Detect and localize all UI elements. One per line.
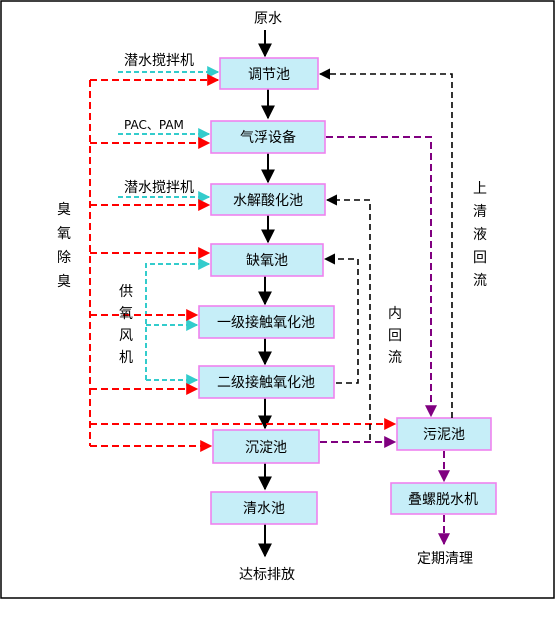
svg-text:二级接触氧化池: 二级接触氧化池 xyxy=(217,374,315,391)
svg-text:流: 流 xyxy=(473,273,487,289)
svg-text:除: 除 xyxy=(57,250,71,266)
sludge-line-flotation xyxy=(326,136,437,418)
hydrolysis-tank-box: 水解酸化池 xyxy=(210,183,326,216)
svg-text:污泥池: 污泥池 xyxy=(423,427,465,443)
svg-text:氧: 氧 xyxy=(57,226,71,242)
submersible-mixer-label-2: 潜水搅拌机 xyxy=(124,180,194,196)
svg-text:供: 供 xyxy=(119,284,133,300)
submersible-mixer-label-1: 潜水搅拌机 xyxy=(124,53,194,69)
internal-reflux-line-hydrolysis xyxy=(325,194,371,440)
anoxic-tank-box: 缺氧池 xyxy=(210,243,324,277)
svg-text:氧: 氧 xyxy=(119,306,133,322)
air-blower-label: 供 氧 风 机 xyxy=(119,284,133,366)
contact-oxidation-2-box: 二级接触氧化池 xyxy=(198,365,335,399)
svg-text:一级接触氧化池: 一级接触氧化池 xyxy=(217,314,315,331)
screw-press-box: 叠螺脱水机 xyxy=(390,482,497,515)
pac-pam-label: PAC、PAM xyxy=(124,118,184,132)
supernatant-reflux-label: 上 清 液 回 流 xyxy=(473,181,487,289)
svg-text:臭: 臭 xyxy=(57,202,71,218)
svg-text:臭: 臭 xyxy=(57,274,71,290)
internal-reflux-label: 内 回 流 xyxy=(388,306,402,366)
air-flotation-box: 气浮设备 xyxy=(210,120,326,154)
supernatant-reflux-line xyxy=(318,68,453,418)
svg-text:回: 回 xyxy=(473,250,487,266)
equalization-tank-box: 调节池 xyxy=(219,57,319,90)
svg-text:清: 清 xyxy=(473,204,487,220)
contact-oxidation-1-box: 一级接触氧化池 xyxy=(198,305,335,339)
svg-text:清水池: 清水池 xyxy=(243,501,285,517)
svg-text:沉淀池: 沉淀池 xyxy=(245,440,287,456)
sedimentation-tank-box: 沉淀池 xyxy=(212,429,320,464)
svg-text:上: 上 xyxy=(473,181,487,197)
discharge-label: 达标排放 xyxy=(239,567,295,583)
internal-reflux-line-anoxic xyxy=(323,253,359,384)
air-blower-line-anoxic xyxy=(145,258,211,380)
diagram-frame xyxy=(0,0,555,599)
svg-text:机: 机 xyxy=(119,350,133,366)
svg-text:回: 回 xyxy=(388,328,402,344)
svg-text:缺氧池: 缺氧池 xyxy=(246,253,288,269)
svg-text:流: 流 xyxy=(388,350,402,366)
svg-text:水解酸化池: 水解酸化池 xyxy=(233,193,303,209)
svg-text:叠螺脱水机: 叠螺脱水机 xyxy=(408,492,478,508)
raw-water-label: 原水 xyxy=(254,11,282,27)
clear-water-tank-box: 清水池 xyxy=(210,491,318,525)
regular-cleanup-label: 定期清理 xyxy=(417,551,473,567)
svg-text:液: 液 xyxy=(473,227,487,243)
svg-text:内: 内 xyxy=(388,306,402,322)
svg-text:调节池: 调节池 xyxy=(248,67,290,83)
svg-text:气浮设备: 气浮设备 xyxy=(240,129,296,146)
sludge-tank-box: 污泥池 xyxy=(396,417,492,451)
svg-text:风: 风 xyxy=(119,328,133,344)
ozone-deodor-label: 臭 氧 除 臭 xyxy=(57,202,71,290)
